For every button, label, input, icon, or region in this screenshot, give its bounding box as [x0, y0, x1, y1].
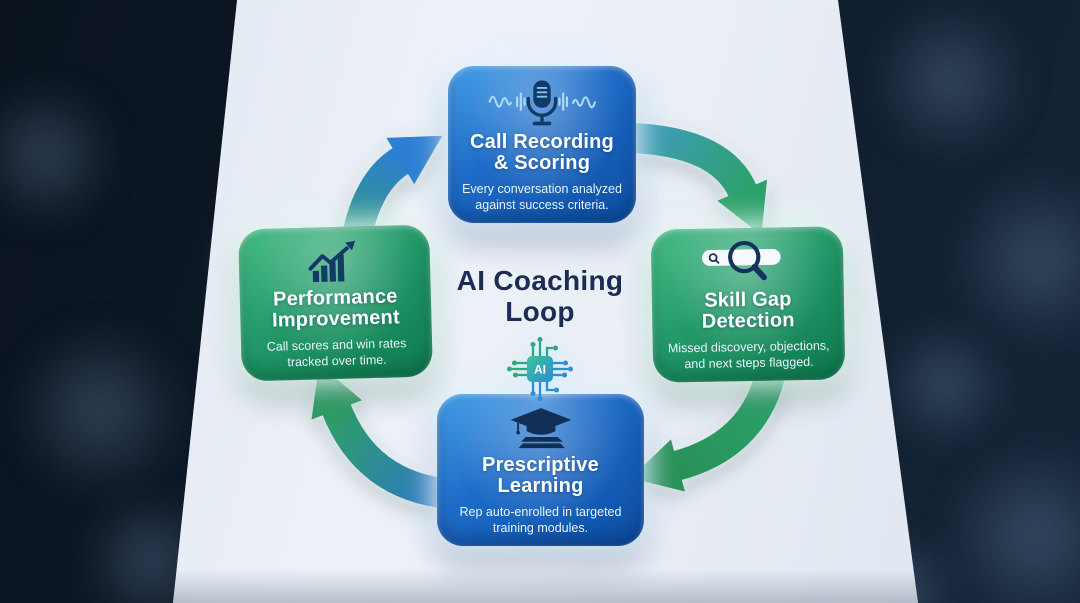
node-title: Call Recording& Scoring: [470, 130, 614, 175]
node-title-line1: Prescriptive: [482, 453, 599, 476]
growth-chart-icon: [307, 240, 355, 283]
arrow-top-to-right: [631, 123, 768, 236]
sheet-bottom-edge: [173, 569, 918, 603]
magnifier-search-icon: [701, 240, 781, 281]
loop-title-line2: Loop: [505, 295, 575, 327]
node-title-line1: Skill Gap: [704, 288, 792, 312]
node-title-line2: Learning: [497, 475, 584, 498]
node-subtitle: Every conversation analyzed against succ…: [462, 182, 622, 212]
node-subtitle: Rep auto-enrolled in targeted training m…: [459, 505, 622, 535]
microphone-waveform-icon: [488, 80, 597, 126]
node-call-recording-scoring: Call Recording& Scoring Every conversati…: [448, 66, 636, 223]
bokeh-blob: [0, 80, 120, 230]
ai-chip-label: AI: [534, 362, 546, 376]
ai-chip-icon: AI: [507, 336, 573, 401]
loop-title-line1: AI Coaching: [456, 265, 624, 296]
arrow-right-to-bottom: [630, 371, 785, 492]
graduation-cap-icon: [510, 408, 571, 449]
node-subtitle: Missed discovery, objections, and next s…: [667, 338, 830, 372]
bokeh-blob: [10, 320, 190, 500]
node-title-line1: Call Recording: [470, 130, 614, 153]
node-title-line2: & Scoring: [493, 152, 591, 175]
node-title-line2: Improvement: [271, 306, 401, 333]
node-subtitle: Call scores and win rates tracked over t…: [266, 336, 407, 370]
bokeh-blob: [880, 320, 1010, 450]
bokeh-blob: [870, 0, 1030, 160]
node-title-line2: Detection: [701, 309, 795, 334]
